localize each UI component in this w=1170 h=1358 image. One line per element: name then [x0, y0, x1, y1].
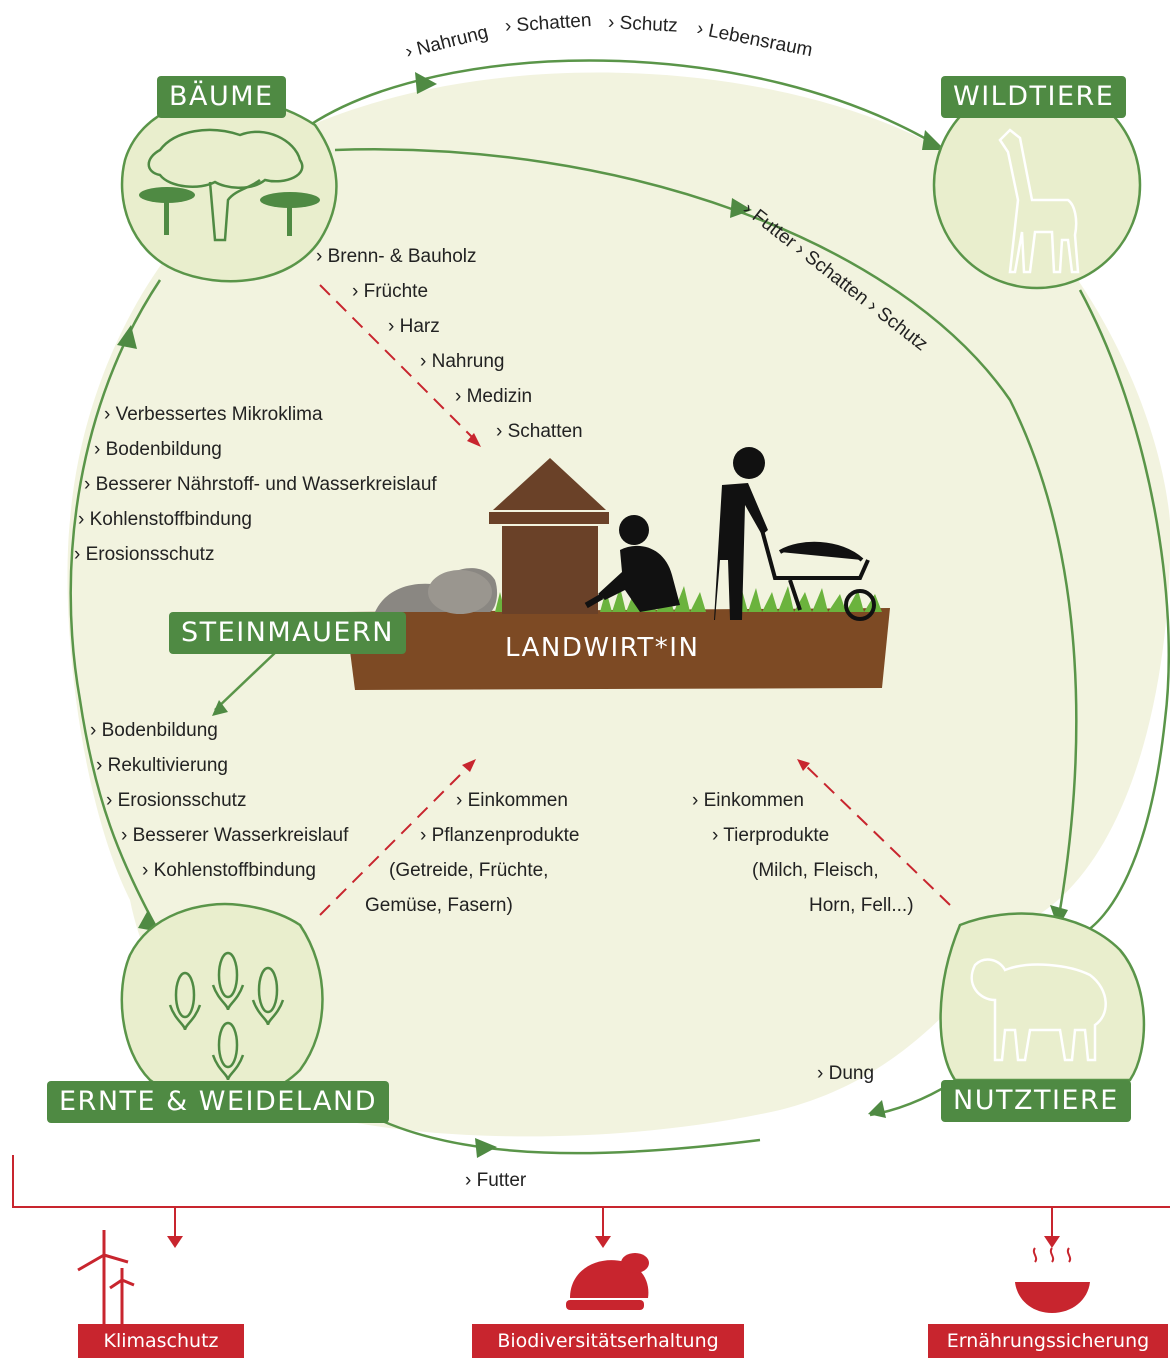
- flow-label: › Besserer Nährstoff- und Wasserkreislau…: [84, 474, 437, 495]
- flow-label: › Erosionsschutz: [106, 790, 247, 811]
- outcome-food-security-label: Ernährungssicherung: [928, 1324, 1168, 1358]
- soil-platform: [345, 608, 890, 690]
- flow-label: › Erosionsschutz: [74, 544, 215, 565]
- flow-label: › Kohlenstoffbindung: [78, 509, 252, 530]
- flow-label: › Verbessertes Mikroklima: [104, 404, 323, 425]
- red-arrowheads: [462, 433, 810, 772]
- outcome-bus: [12, 1155, 1170, 1240]
- flow-label: › Nahrung: [420, 351, 505, 372]
- flow-label: › Bodenbildung: [90, 720, 218, 741]
- wind-turbine-icon: [77, 1230, 135, 1325]
- flow-label: › Pflanzenprodukte: [420, 825, 580, 846]
- farmer-kneeling-icon: [584, 515, 680, 612]
- cycle-lines: [69, 59, 1170, 1155]
- flow-label: › Einkommen: [456, 790, 568, 811]
- flow-label: Horn, Fell...): [809, 895, 914, 916]
- crops-label: ERNTE & WEIDELAND: [47, 1081, 389, 1123]
- sheep-icon: [970, 958, 1107, 1062]
- outcome-climate-label: Klimaschutz: [78, 1324, 244, 1358]
- flow-label: › Einkommen: [692, 790, 804, 811]
- red-dashed-arrows: [319, 284, 951, 916]
- flow-label: › Tierprodukte: [712, 825, 830, 846]
- flow-label: › Dung: [817, 1063, 875, 1084]
- hut-icon: [489, 458, 609, 614]
- flow-label: › Besserer Wasserkreislauf: [121, 825, 349, 846]
- node-circles: [120, 80, 1146, 1103]
- livestock-circle: [939, 912, 1146, 1082]
- flow-label: › Schutz: [607, 12, 679, 37]
- flow-label: Gemüse, Fasern): [365, 895, 513, 916]
- stone-wall: [375, 568, 498, 614]
- cycle-arrowheads: [117, 72, 1068, 1158]
- tree-icon: [139, 128, 320, 242]
- flow-label: › Brenn- & Bauholz: [316, 246, 477, 267]
- flow-label: › Bodenbildung: [94, 439, 222, 460]
- corn-icon: [168, 951, 285, 1081]
- wheelbarrow-icon: [760, 529, 876, 621]
- walls-label: STEINMAUERN: [169, 612, 406, 654]
- turtle-icon: [566, 1253, 649, 1310]
- farmer-standing-icon: [714, 447, 768, 620]
- livestock-label: NUTZTIERE: [941, 1080, 1131, 1122]
- giraffe-icon: [998, 128, 1080, 274]
- flow-label: › Schatten: [496, 421, 583, 442]
- flow-label: (Milch, Fleisch,: [752, 860, 879, 881]
- flow-label: › Medizin: [455, 386, 533, 407]
- farmer-label: LANDWIRT*IN: [505, 633, 700, 663]
- flow-label: › Futter: [465, 1170, 527, 1191]
- wildlife-label: WILDTIERE: [941, 76, 1127, 118]
- soup-bowl-icon: [1015, 1247, 1090, 1313]
- flow-label: (Getreide, Früchte,: [389, 860, 549, 881]
- trees-label: BÄUME: [157, 76, 286, 118]
- outcome-arrowheads: [167, 1236, 1060, 1248]
- flow-label: › Kohlenstoffbindung: [142, 860, 316, 881]
- flow-label: › Früchte: [352, 281, 429, 302]
- flow-label: › Harz: [388, 316, 440, 337]
- outcome-biodiversity-label: Biodiversitätserhaltung: [472, 1324, 744, 1358]
- flow-label: › Rekultivierung: [96, 755, 228, 776]
